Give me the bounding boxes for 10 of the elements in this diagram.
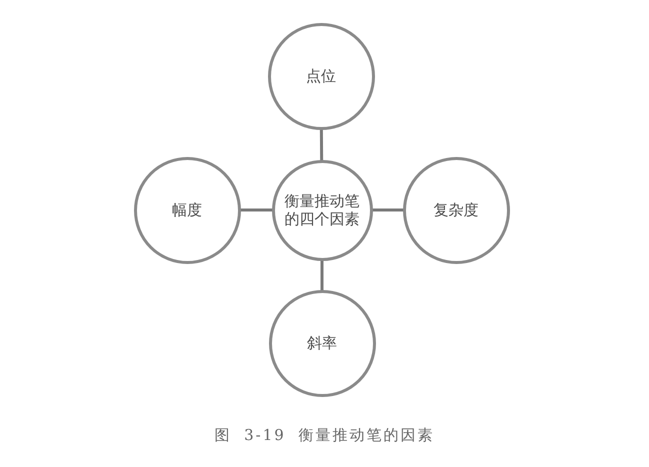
figure-caption: 图 3-19 衡量推动笔的因素 (214, 426, 435, 445)
connector-line (239, 208, 273, 212)
node-label: 幅度 (172, 201, 202, 219)
node-label: 斜率 (307, 334, 337, 352)
connector-line (320, 259, 324, 291)
node-label: 衡量推动笔的四个因素 (284, 192, 360, 228)
node-label: 复杂度 (434, 201, 478, 219)
connector-line (320, 128, 324, 162)
node-label: 点位 (306, 67, 336, 85)
connector-line (371, 208, 404, 212)
